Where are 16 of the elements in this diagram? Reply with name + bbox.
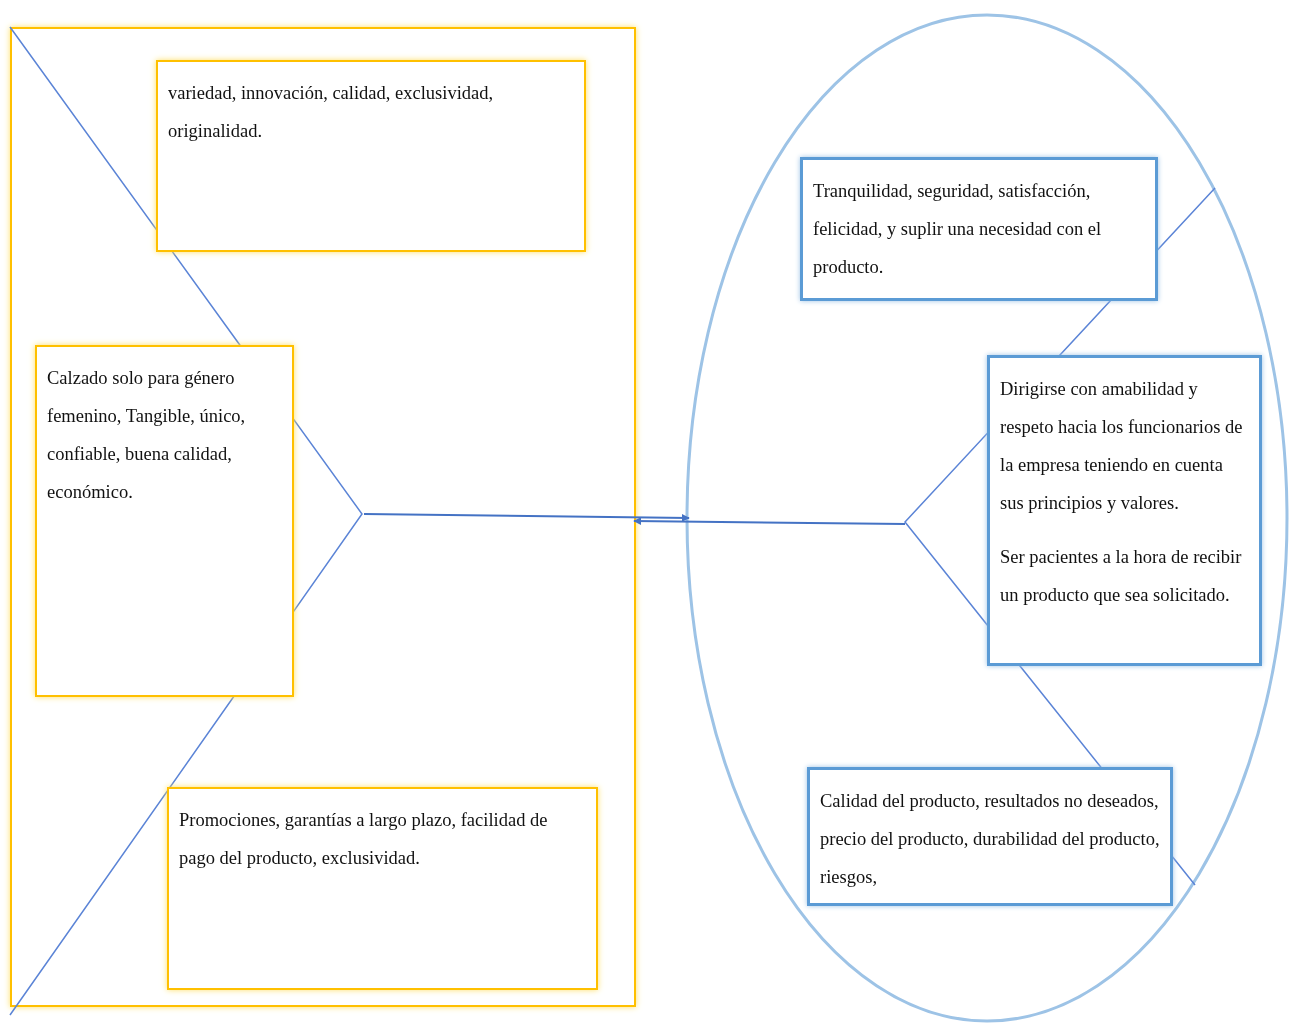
arrow: [633, 517, 906, 526]
text-box: [800, 157, 1158, 301]
box-text: Dirigirse con amabilidad y respeto hacia los funcionarios de la empresa teniendo en cuenta sus principios y valores.: [1000, 378, 1244, 515]
text-box: [987, 355, 1262, 666]
text-box: [35, 345, 294, 697]
arrow: [363, 513, 690, 522]
box-text: Promociones, garantías a largo plazo, facilidad de pago del producto, exclusividad.: [179, 809, 549, 870]
text-box: [167, 787, 598, 990]
box-text: Calidad del producto, resultados no deseados, precio del producto, durabilidad del producto, riesgos,: [820, 790, 1160, 889]
box-text: Tranquilidad, seguridad, satisfacción, felicidad, y suplir una necesidad con el producto.: [813, 180, 1103, 279]
text-box: [156, 60, 586, 252]
canvas-frame: [10, 27, 636, 1007]
text-box: [807, 767, 1173, 906]
box-text: Ser pacientes a la hora de recibir un producto que sea solicitado.: [1000, 546, 1243, 607]
box-text: variedad, innovación, calidad, exclusividad, originalidad.: [168, 82, 495, 143]
box-text: Calzado solo para género femenino, Tangible, único, confiable, buena calidad, económico.: [47, 367, 247, 504]
